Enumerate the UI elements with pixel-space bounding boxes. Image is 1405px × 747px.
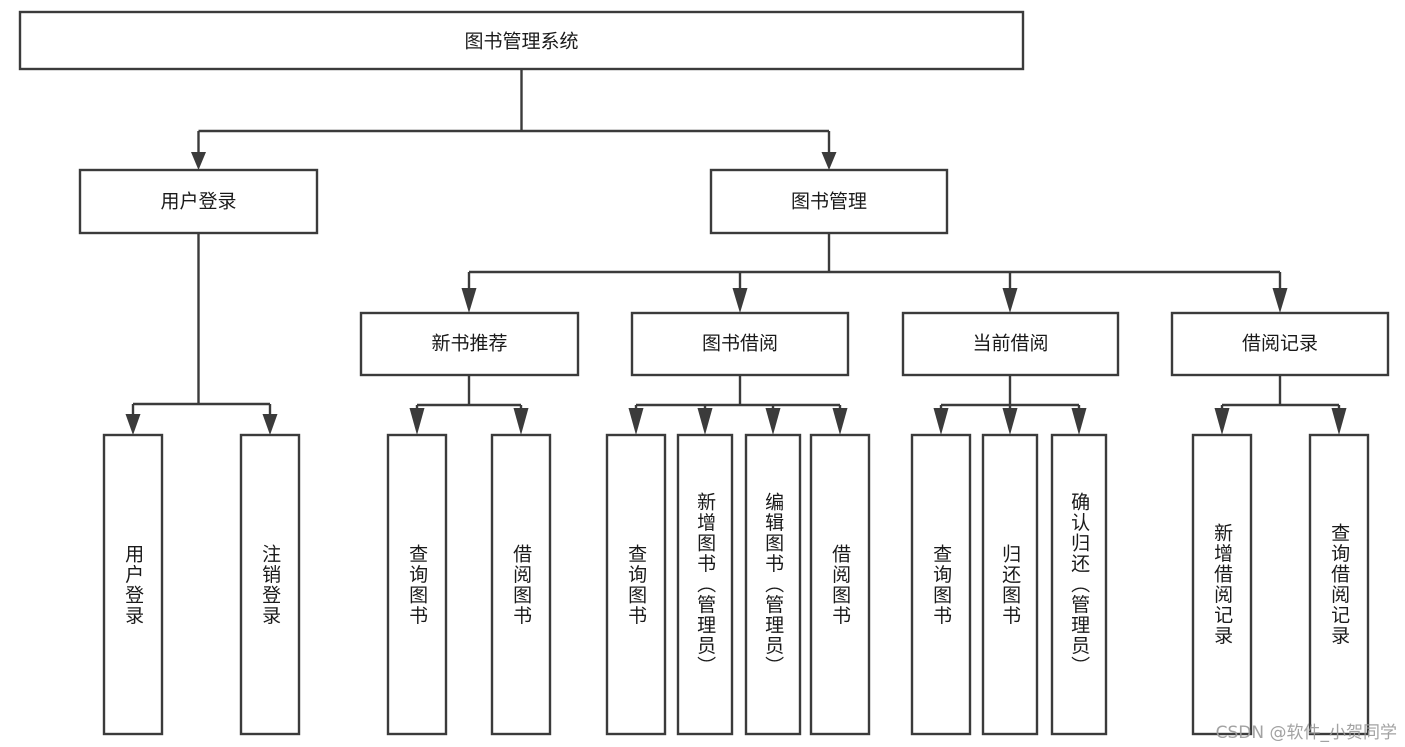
arrowhead-leaf-query-borrow-record [1331,408,1347,435]
node-leaf-user-login-box[interactable] [102,433,164,736]
node-borrow-record-label: 借阅记录 [1242,333,1318,355]
arrowhead-leaf-query-book-3 [933,408,949,435]
node-group: 图书管理系统 用户登录 图书管理 新书推荐 图书借阅 当前借阅 借阅记录 [18,10,1390,736]
node-leaf-confirm-return-admin-box[interactable] [1050,433,1108,736]
arrowhead-leaf-user-login [125,414,141,435]
node-root-box[interactable] [18,10,1025,71]
node-current-borrow-box[interactable] [901,311,1120,377]
node-leaf-add-borrow-record-box[interactable] [1191,433,1253,736]
arrowhead-leaf-borrow-book-1 [513,408,529,435]
arrowhead-leaf-add-borrow-record [1214,408,1230,435]
node-book-borrow-box[interactable] [630,311,850,377]
node-leaf-borrow-book-2-box[interactable] [809,433,871,736]
node-leaf-edit-book-admin-box[interactable] [744,433,802,736]
node-leaf-borrow-book-1-box[interactable] [490,433,552,736]
arrowhead-leaf-query-book-2 [628,408,644,435]
node-user-login-label: 用户登录 [160,191,236,213]
arrowhead-leaf-return-book [1002,408,1018,435]
arrowhead-leaf-logout-login [262,414,278,435]
node-book-management-label: 图书管理 [791,191,867,213]
node-leaf-return-book-box[interactable] [981,433,1039,736]
node-leaf-logout-login-box[interactable] [239,433,301,736]
arrowhead-user-login [191,152,206,170]
arrowhead-leaf-confirm-return-admin [1071,408,1087,435]
node-current-borrow-label: 当前借阅 [972,333,1048,355]
node-leaf-query-book-2-box[interactable] [605,433,667,736]
arrowhead-leaf-borrow-book-2 [832,408,848,435]
node-leaf-query-book-3-box[interactable] [910,433,972,736]
node-new-book-recommend-box[interactable] [359,311,580,377]
arrowhead-borrow-record [1272,288,1288,313]
node-leaf-query-borrow-record-box[interactable] [1308,433,1370,736]
arrowhead-book-borrow [732,288,748,313]
arrowhead-new-book-recommend [461,288,477,313]
connector-group [125,69,1347,435]
csdn-watermark: CSDN @软件_小贺同学 [1215,723,1397,743]
node-borrow-record-box[interactable] [1170,311,1390,377]
arrowhead-leaf-add-book-admin [697,408,713,435]
node-book-borrow-label: 图书借阅 [702,333,778,355]
node-book-management-box[interactable] [709,168,949,235]
node-leaf-add-book-admin-box[interactable] [676,433,734,736]
node-root-label: 图书管理系统 [464,31,578,53]
node-new-book-recommend-label: 新书推荐 [431,333,507,355]
node-leaf-query-book-1-box[interactable] [386,433,448,736]
arrowhead-leaf-query-book-1 [409,408,425,435]
arrowhead-current-borrow [1002,288,1018,313]
arrowhead-leaf-edit-book-admin [765,408,781,435]
arrowhead-book-management [821,152,837,170]
node-user-login-box[interactable] [78,168,319,235]
